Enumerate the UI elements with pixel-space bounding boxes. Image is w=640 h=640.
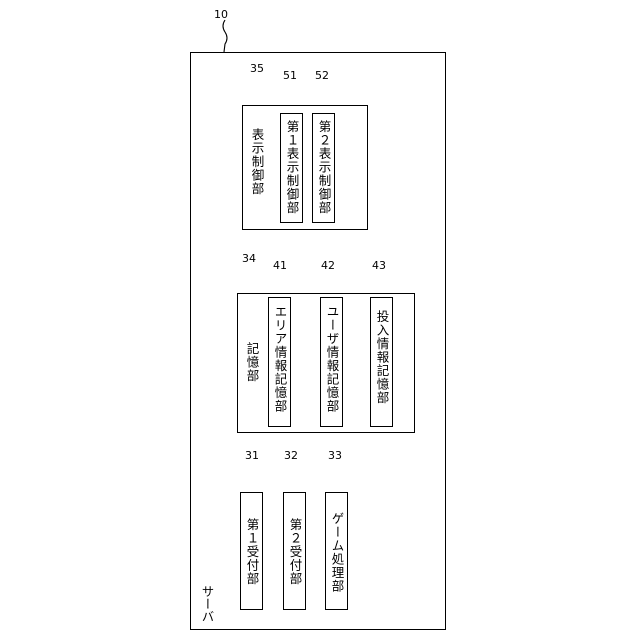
storage-label: 記憶部 [245, 342, 258, 383]
storage-ref: 34 [242, 253, 256, 264]
second-reception-label: 第２受付部 [288, 518, 301, 586]
area-info-storage-ref: 41 [273, 260, 287, 271]
first-reception-label: 第１受付部 [245, 518, 258, 586]
input-info-storage-label: 投入情報記憶部 [375, 310, 388, 405]
display-control-ref: 35 [250, 63, 264, 74]
user-info-storage-label: ユーザ情報記憶部 [325, 305, 338, 413]
first-reception-ref: 31 [245, 450, 259, 461]
first-display-control-ref: 51 [283, 70, 297, 81]
second-display-control-label: 第２表示制御部 [317, 120, 330, 215]
area-info-storage-label: エリア情報記憶部 [273, 305, 286, 413]
input-info-storage-ref: 43 [372, 260, 386, 271]
user-info-storage-ref: 42 [321, 260, 335, 271]
server-label: サーバ [200, 585, 213, 623]
game-processing-ref: 33 [328, 450, 342, 461]
game-processing-label: ゲーム処理部 [330, 512, 343, 593]
second-reception-ref: 32 [284, 450, 298, 461]
second-display-control-ref: 52 [315, 70, 329, 81]
display-control-label: 表示制御部 [250, 128, 263, 196]
server-ref: 10 [214, 9, 228, 20]
first-display-control-label: 第１表示制御部 [285, 120, 298, 215]
